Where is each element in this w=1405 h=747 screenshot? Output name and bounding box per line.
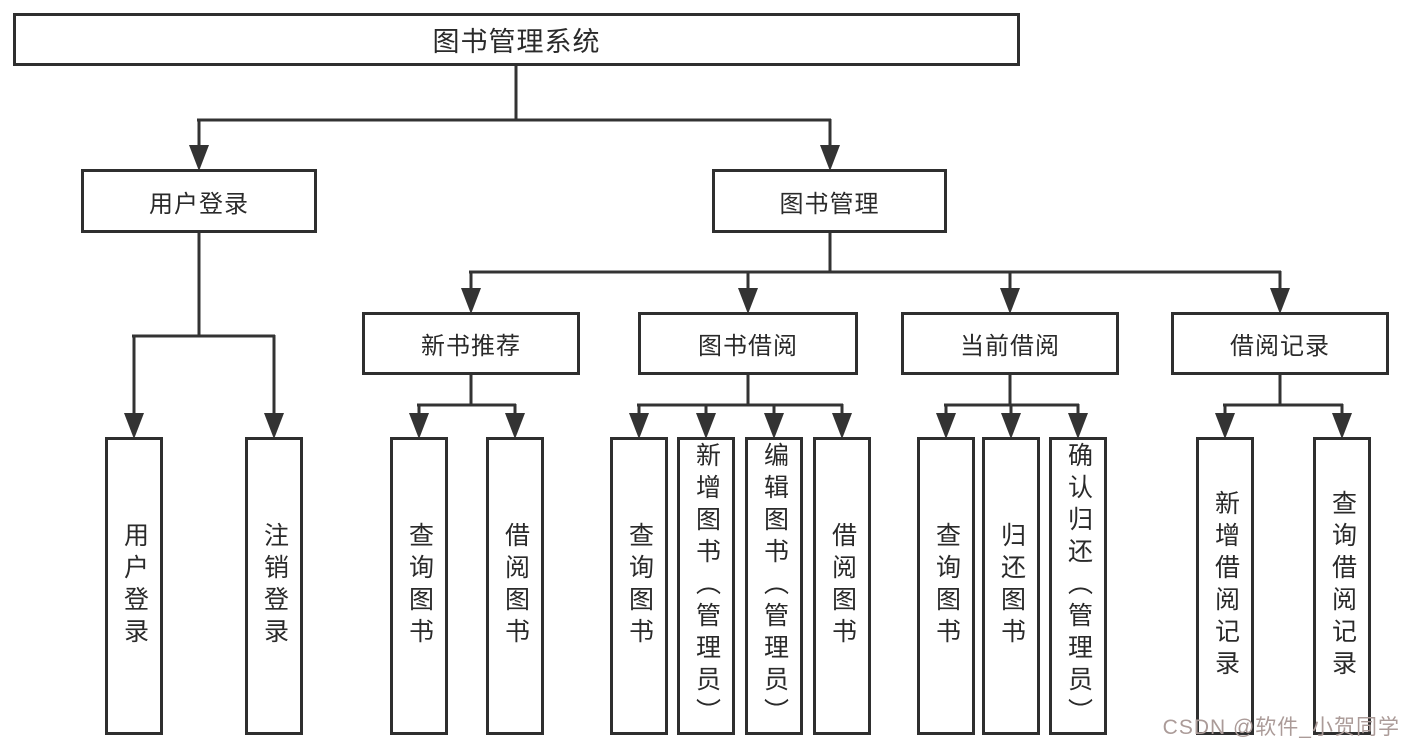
node-label: 注销登录 (260, 522, 289, 650)
leaf-add-borrow-record: 新增借阅记录 (1196, 437, 1254, 735)
node-label: 借阅图书 (828, 522, 857, 650)
node-label: 当前借阅 (960, 333, 1060, 360)
node-label: 归还图书 (997, 522, 1026, 650)
node-book-borrowing: 图书借阅 (638, 312, 858, 375)
leaf-query-books-borrowing: 查询图书 (610, 437, 668, 735)
leaf-query-borrow-record: 查询借阅记录 (1313, 437, 1371, 735)
node-label: 借阅图书 (501, 522, 530, 650)
node-label: 查询借阅记录 (1328, 490, 1357, 682)
node-label: 用户登录 (120, 522, 149, 650)
node-label: 用户登录 (149, 190, 249, 218)
node-borrowing-records: 借阅记录 (1171, 312, 1389, 375)
node-label: 编辑图书（管理员） (760, 442, 789, 730)
leaf-add-books-admin: 新增图书（管理员） (677, 437, 735, 735)
node-label: 确认归还（管理员） (1064, 442, 1093, 730)
leaf-confirm-return-admin: 确认归还（管理员） (1049, 437, 1107, 735)
node-new-book-recommendation: 新书推荐 (362, 312, 580, 375)
node-label: 图书管理 (779, 190, 880, 218)
node-label: 查询图书 (932, 522, 961, 650)
node-user-login: 用户登录 (81, 169, 317, 233)
csdn-watermark: CSDN @软件_小贺同学 (1162, 716, 1400, 739)
node-label: 查询图书 (625, 522, 654, 650)
node-label: 图书管理系统 (432, 27, 601, 57)
leaf-logout: 注销登录 (245, 437, 303, 735)
node-book-management: 图书管理 (712, 169, 947, 233)
node-label: 新增图书（管理员） (692, 442, 721, 730)
node-label: 新增借阅记录 (1211, 490, 1240, 682)
node-label: 借阅记录 (1230, 333, 1330, 360)
leaf-return-books: 归还图书 (982, 437, 1040, 735)
leaf-user-login: 用户登录 (105, 437, 163, 735)
node-label: 新书推荐 (421, 333, 521, 360)
node-library-management-system: 图书管理系统 (13, 13, 1020, 66)
node-label: 查询图书 (405, 522, 434, 650)
leaf-query-books-current: 查询图书 (917, 437, 975, 735)
leaf-borrow-books-recommend: 借阅图书 (486, 437, 544, 735)
leaf-edit-books-admin: 编辑图书（管理员） (745, 437, 803, 735)
node-label: 图书借阅 (698, 333, 798, 360)
leaf-query-books-recommend: 查询图书 (390, 437, 448, 735)
node-current-borrowing: 当前借阅 (901, 312, 1119, 375)
leaf-borrow-books-borrowing: 借阅图书 (813, 437, 871, 735)
